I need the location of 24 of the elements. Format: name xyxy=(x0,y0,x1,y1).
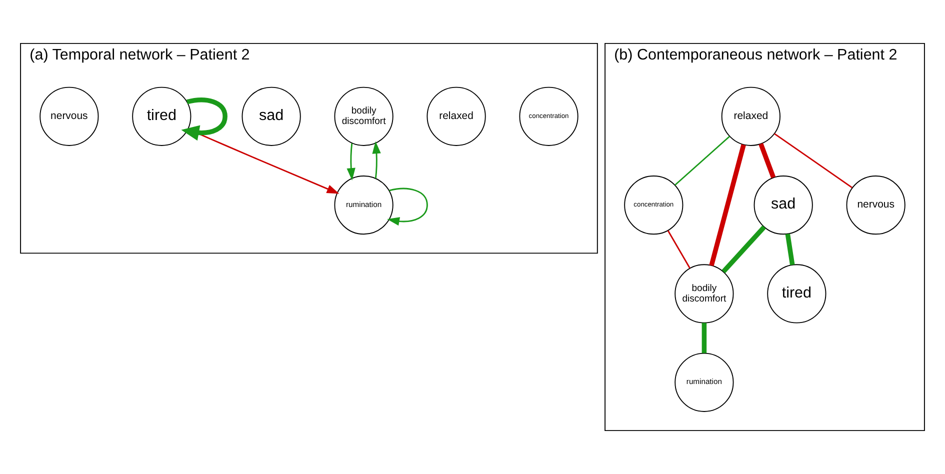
node-circle: bodily discomfort xyxy=(334,86,394,146)
node-circle: sad xyxy=(754,176,813,235)
node-circle: sad xyxy=(242,86,301,146)
arrow xyxy=(181,98,228,141)
arrow xyxy=(346,143,356,181)
node-circle: nervous xyxy=(846,176,906,235)
connector xyxy=(702,322,707,354)
arrow xyxy=(372,141,381,178)
connector xyxy=(667,230,690,268)
connector xyxy=(722,225,766,274)
connector xyxy=(709,144,746,266)
node-circle: tired xyxy=(132,86,192,146)
connector xyxy=(758,143,776,178)
node-circle: relaxed xyxy=(721,86,780,146)
arrow xyxy=(387,188,428,226)
node-circle: tired xyxy=(767,264,826,324)
node-circle: bodily discomfort xyxy=(674,264,734,324)
connector xyxy=(774,133,852,188)
node-circle: rumination xyxy=(674,352,734,412)
node-circle: relaxed xyxy=(426,86,486,146)
connector xyxy=(785,234,795,266)
node-circle: nervous xyxy=(40,86,99,146)
connector xyxy=(674,136,730,186)
node-circle: rumination xyxy=(334,176,394,235)
